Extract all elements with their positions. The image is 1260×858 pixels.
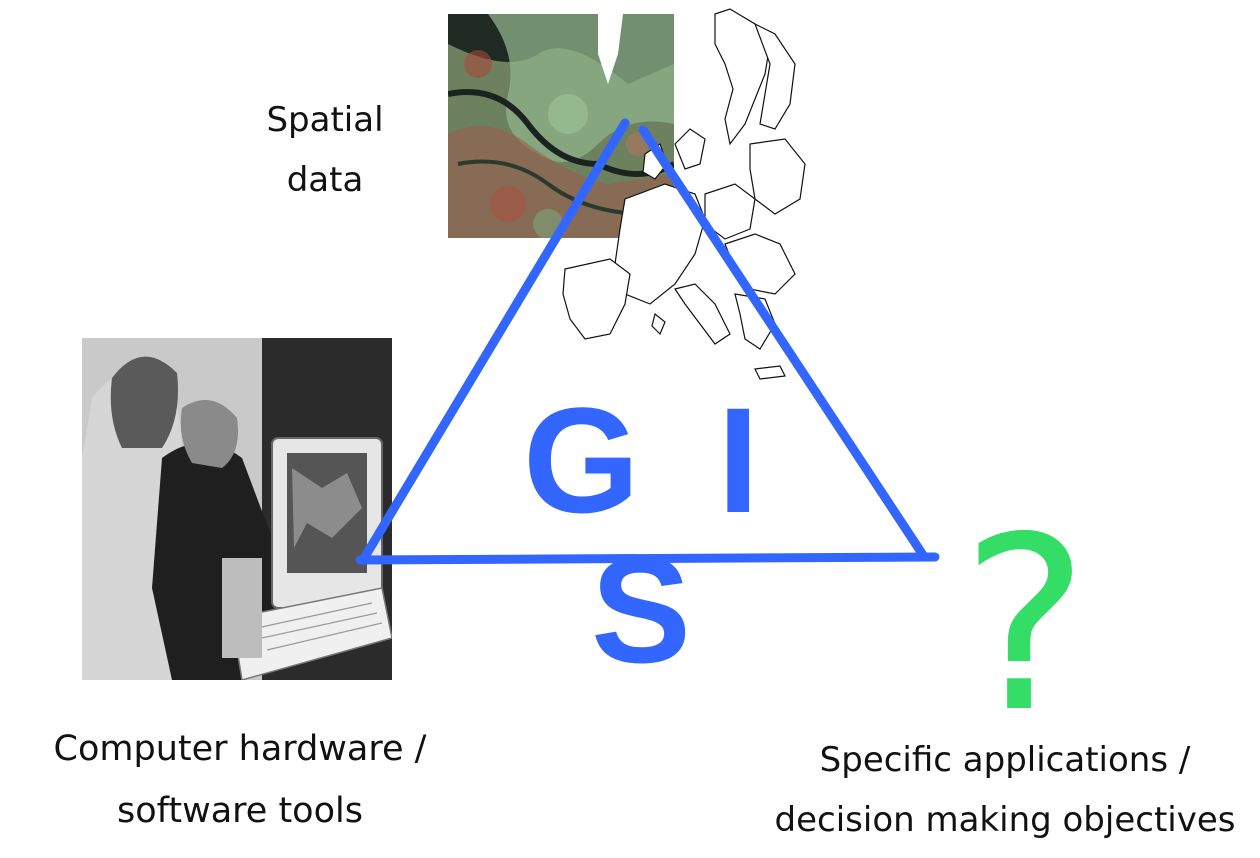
hardware-label-line2: software tools bbox=[117, 791, 363, 831]
spatial-label-line1: Spatial bbox=[266, 100, 384, 140]
applications-label: Specific applications / decision making … bbox=[755, 730, 1255, 850]
question-mark: ? bbox=[961, 485, 1089, 765]
gis-triangle bbox=[355, 118, 940, 565]
triangle-base-edge bbox=[355, 552, 940, 565]
spatial-label-line2: data bbox=[286, 160, 364, 200]
people-at-computer-photo bbox=[82, 338, 392, 680]
applications-label-line2: decision making objectives bbox=[774, 800, 1236, 840]
satellite-image bbox=[448, 14, 674, 238]
triangle-left-edge bbox=[358, 118, 630, 565]
spatial-data-label: Spatial data bbox=[240, 90, 410, 210]
hardware-software-label: Computer hardware / software tools bbox=[20, 718, 460, 842]
hardware-label-line1: Computer hardware / bbox=[53, 729, 427, 769]
triangle-right-edge bbox=[638, 125, 928, 560]
applications-label-line1: Specific applications / bbox=[819, 740, 1191, 780]
gis-title: G I S bbox=[522, 376, 778, 694]
